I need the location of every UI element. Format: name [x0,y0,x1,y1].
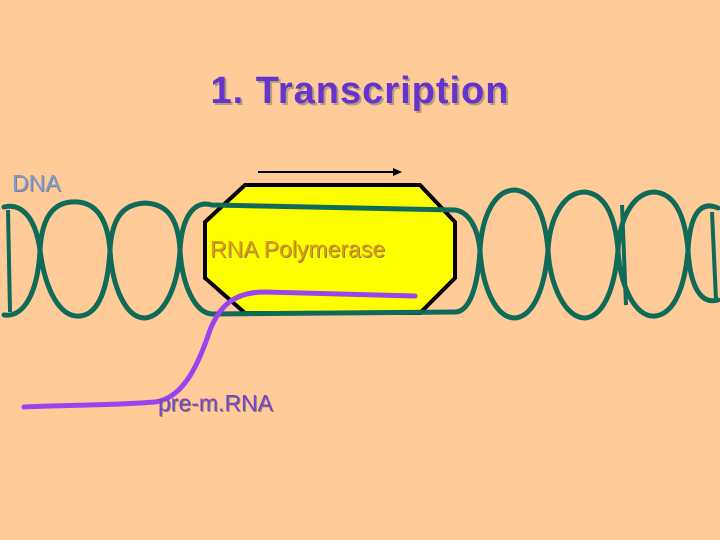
direction-arrow [258,168,402,176]
slide-title: 1. Transcription [210,70,510,112]
dna-label: DNA [12,170,61,196]
dna-helix-details [6,204,718,313]
pre-mrna-label: pre-m.RNA [158,390,274,416]
pre-mrna-strand [21,289,418,410]
rna-polymerase-label: RNA Polymerase [210,236,386,262]
dna-strand-lower [1,189,720,321]
